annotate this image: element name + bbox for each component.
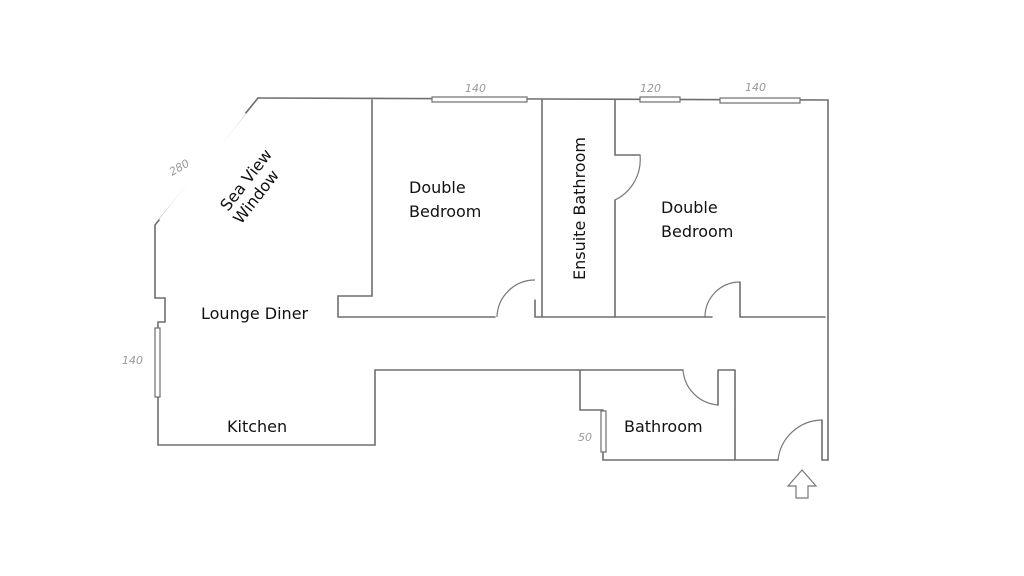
walls [154,97,829,461]
dim-bedroom2-window: 140 [745,81,766,94]
dim-bathroom-window: 50 [578,431,592,444]
entrance-door [777,419,823,461]
room-bedroom1-line1: Double [409,178,466,197]
bathroom-window [600,410,607,453]
bedroom1-door [496,279,536,318]
room-lounge-diner: Lounge Diner [201,304,309,323]
ensuite-door [614,154,641,201]
room-kitchen: Kitchen [227,417,287,436]
dim-sea-window: 280 [167,157,192,179]
ensuite-window [639,96,681,103]
bedroom1-window [431,96,528,103]
windows [154,96,801,453]
dim-lounge-side-window: 140 [122,354,143,367]
bathroom-door [682,369,719,406]
dim-ensuite-window: 120 [640,82,661,95]
lounge-side-window [154,327,161,398]
room-ensuite: Ensuite Bathroom [570,137,589,280]
room-bedroom1-line2: Bedroom [409,202,481,221]
dim-bedroom1-window: 140 [465,82,486,95]
entrance-arrow-icon [786,469,818,499]
room-bedroom2-line1: Double [661,198,718,217]
room-bathroom: Bathroom [624,417,703,436]
room-bedroom2-line2: Bedroom [661,222,733,241]
bedroom2-door [704,281,741,318]
doors [496,154,823,461]
bedroom2-window [719,97,801,104]
